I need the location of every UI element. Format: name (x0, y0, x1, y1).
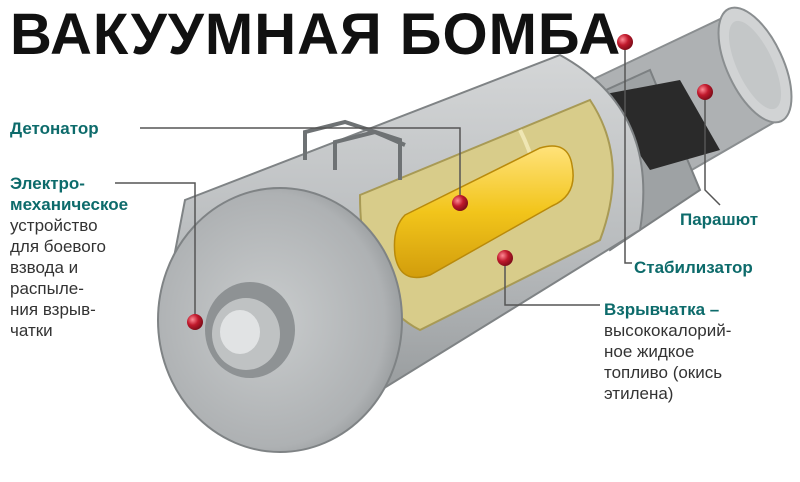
label-fuze-line7: чатки (10, 321, 53, 340)
label-explosive: Взрывчатка – высококалорий- ное жидкое т… (604, 299, 794, 404)
bomb-nose (157, 187, 403, 453)
leader-lines (115, 40, 721, 318)
label-explosive-head: Взрывчатка – (604, 300, 720, 319)
marker-parachute (697, 84, 713, 100)
markers (187, 34, 713, 330)
leader-fuze (115, 182, 196, 318)
marker-explosive (497, 250, 513, 266)
marker-fuze (187, 314, 203, 330)
label-fuze: Электро- механическое устройство для бое… (10, 173, 160, 341)
marker-detonator (452, 195, 468, 211)
label-stabilizer: Стабилизатор (634, 258, 753, 277)
label-fuze-line2: устройство (10, 216, 98, 235)
label-fuze-line5: распыле- (10, 279, 84, 298)
fuel-charge (393, 145, 574, 279)
label-fuze-line1: механическое (10, 195, 129, 214)
leader-detonator (140, 127, 461, 200)
diagram-title: ВАКУУМНАЯ БОМБА (10, 2, 622, 67)
leader-parachute (704, 92, 721, 206)
label-explosive-line1: высококалорий- (604, 321, 732, 340)
label-detonator: Детонатор (10, 119, 99, 138)
leader-explosive (504, 258, 600, 306)
marker-stabilizer (617, 34, 633, 50)
label-fuze-line6: ния взрыв- (10, 300, 96, 319)
label-fuze-head: Электро- (10, 174, 85, 193)
label-explosive-line2: ное жидкое (604, 342, 695, 361)
label-explosive-line4: этилена) (604, 384, 674, 403)
leader-stabilizer (624, 40, 632, 264)
label-fuze-line3: для боевого (10, 237, 106, 256)
detonator-bracket (303, 119, 406, 180)
label-parachute: Парашют (680, 210, 759, 229)
label-fuze-line4: взвода и (10, 258, 79, 277)
label-explosive-line3: топливо (окись (604, 363, 723, 382)
